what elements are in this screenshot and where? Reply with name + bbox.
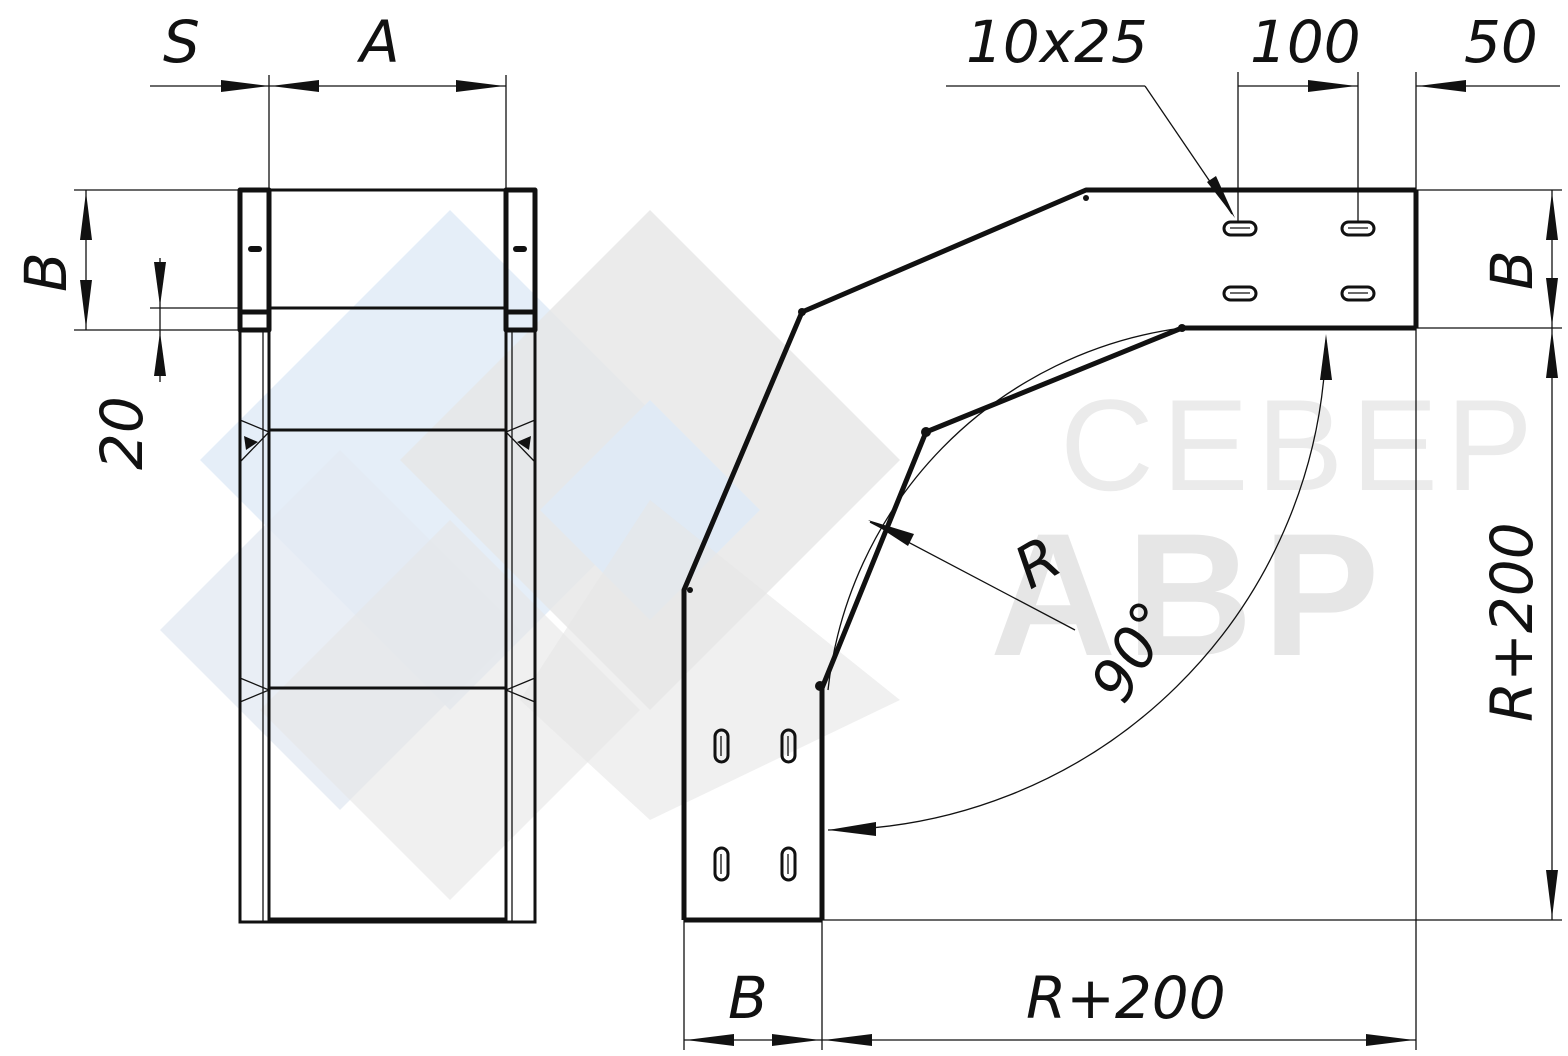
side-view <box>237 187 538 924</box>
slots-bottom-end <box>713 728 797 882</box>
label-s: S <box>163 8 200 76</box>
label-100: 100 <box>1250 8 1361 76</box>
label-r-plus-200-horizontal: R+200 <box>1026 964 1226 1032</box>
label-b-right: B <box>1478 250 1546 290</box>
watermark: СЕВЕР АВР <box>160 210 1541 900</box>
left-dimensions <box>74 75 507 382</box>
watermark-line1: СЕВЕР <box>1060 372 1541 518</box>
label-b-left: B <box>12 252 80 292</box>
label-a: A <box>356 8 400 76</box>
slots-top-end <box>1222 220 1376 302</box>
watermark-line2: АВР <box>990 498 1389 693</box>
label-50: 50 <box>1464 8 1538 76</box>
label-20: 20 <box>88 396 156 470</box>
label-slot: 10x25 <box>966 8 1148 76</box>
label-r-plus-200-vertical: R+200 <box>1478 522 1546 722</box>
bend-dimensions <box>683 72 1562 1050</box>
bend-view <box>681 187 1419 923</box>
label-b-bottom: B <box>728 964 768 1032</box>
